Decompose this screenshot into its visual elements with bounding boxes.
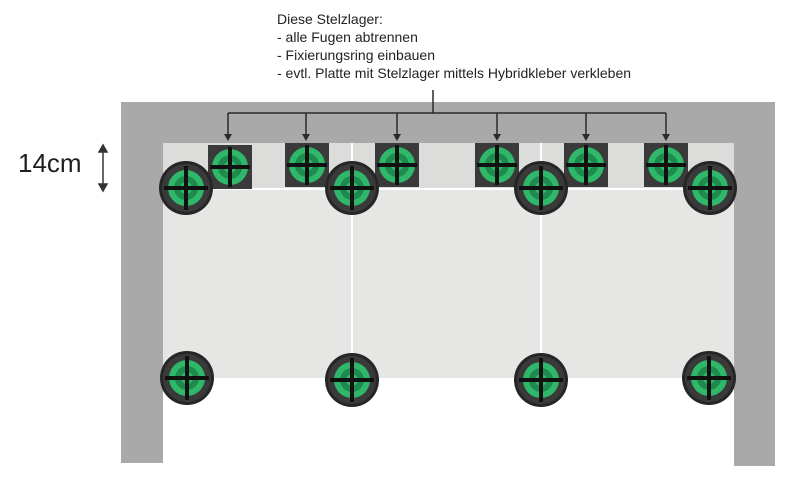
pedestal [325, 353, 379, 407]
pedestal [159, 161, 213, 215]
annotation-line-3: - evtl. Platte mit Stelzlager mittels Hy… [277, 65, 632, 81]
dimension-arrow [97, 143, 109, 193]
pedestal-annotated [375, 143, 419, 187]
tile-strip-top [163, 143, 734, 189]
pedestal-annotated [564, 143, 608, 187]
pedestal-annotated [644, 143, 688, 187]
leader-lines [227, 90, 667, 134]
pedestal [683, 161, 737, 215]
annotation-line-1: - alle Fugen abtrennen [277, 29, 418, 45]
dimension-label: 14cm [18, 148, 82, 178]
pedestal [514, 161, 568, 215]
pedestal-annotated [475, 143, 519, 187]
annotation-title: Diese Stelzlager: [277, 11, 383, 27]
pedestal [682, 351, 736, 405]
pedestal [325, 161, 379, 215]
pedestal [514, 353, 568, 407]
leader-arrowheads [224, 134, 670, 141]
pedestal-annotated [285, 143, 329, 187]
annotation-note: Diese Stelzlager: - alle Fugen abtrennen… [277, 10, 631, 82]
pedestal [160, 351, 214, 405]
wall [121, 102, 775, 466]
pedestal-annotated [208, 145, 252, 189]
annotation-line-2: - Fixierungsring einbauen [277, 47, 435, 63]
